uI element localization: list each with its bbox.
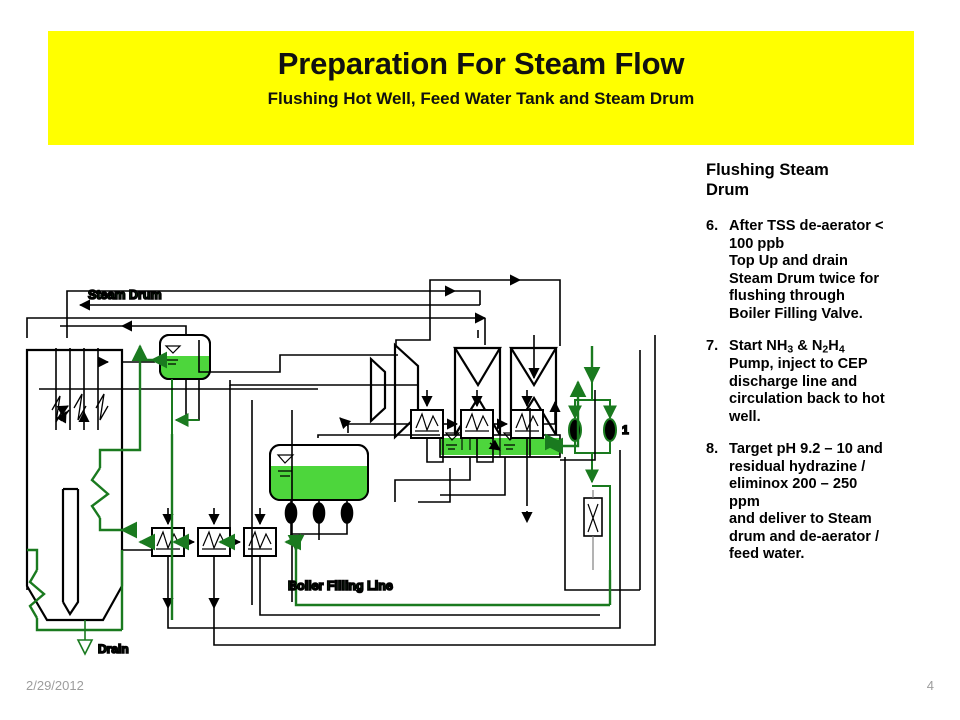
cep-pump-3 <box>340 502 354 524</box>
note-number: 7. <box>706 338 719 355</box>
note-text: After TSS de-aerator < 100 ppb Top Up an… <box>729 218 884 322</box>
heat-exchanger-upper-2 <box>460 409 494 439</box>
footer-date: 2/29/2012 <box>26 678 84 693</box>
note-number: 8. <box>706 441 719 458</box>
boiler-filling-line-label: Boiler Filling Line <box>288 579 393 593</box>
note-number: 6. <box>706 218 719 235</box>
heat-exchanger-lower-3 <box>243 527 277 557</box>
steam-drum-vessel <box>159 334 211 434</box>
heat-exchanger-row-upper <box>339 390 561 524</box>
pump-tag-label: 1 <box>622 423 629 437</box>
page-subtitle: Flushing Hot Well, Feed Water Tank and S… <box>267 88 695 108</box>
cep-pump-2 <box>312 502 326 524</box>
dosing-pump-2 <box>603 418 617 442</box>
heat-exchanger-upper-3 <box>510 409 544 439</box>
heat-exchanger-row-lower <box>151 508 277 608</box>
black-pipe-network <box>26 274 656 646</box>
green-flush-lines <box>27 344 612 656</box>
footer-page-number: 4 <box>926 678 934 693</box>
drain-label: Drain <box>98 642 129 656</box>
feed-water-tank <box>269 444 369 540</box>
notes-heading: Flushing Steam Drum <box>706 161 829 200</box>
note-item-7: 7. Start NH3 & N2H4 Pump, inject to CEP … <box>706 338 938 426</box>
note-text: Target pH 9.2 – 10 and residual hydrazin… <box>729 441 883 563</box>
page-title: Preparation For Steam Flow <box>277 46 685 81</box>
note-item-8: 8. Target pH 9.2 – 10 and residual hydra… <box>706 441 938 564</box>
process-flow-diagram: 1 <box>0 150 700 675</box>
note-text: Start NH3 & N2H4 Pump, inject to CEP dis… <box>729 338 885 425</box>
note-item-6: 6. After TSS de-aerator < 100 ppb Top Up… <box>706 218 938 323</box>
drain-valve <box>76 639 94 656</box>
title-banner: Preparation For Steam Flow Flushing Hot … <box>48 31 914 145</box>
cep-pump-1 <box>284 502 298 524</box>
hp-turbine-stage <box>369 356 387 424</box>
heat-exchanger-upper-1 <box>410 409 444 439</box>
steam-drum-label: Steam Drum <box>88 288 162 302</box>
notes-panel: Flushing Steam Drum 6. After TSS de-aera… <box>706 160 938 579</box>
